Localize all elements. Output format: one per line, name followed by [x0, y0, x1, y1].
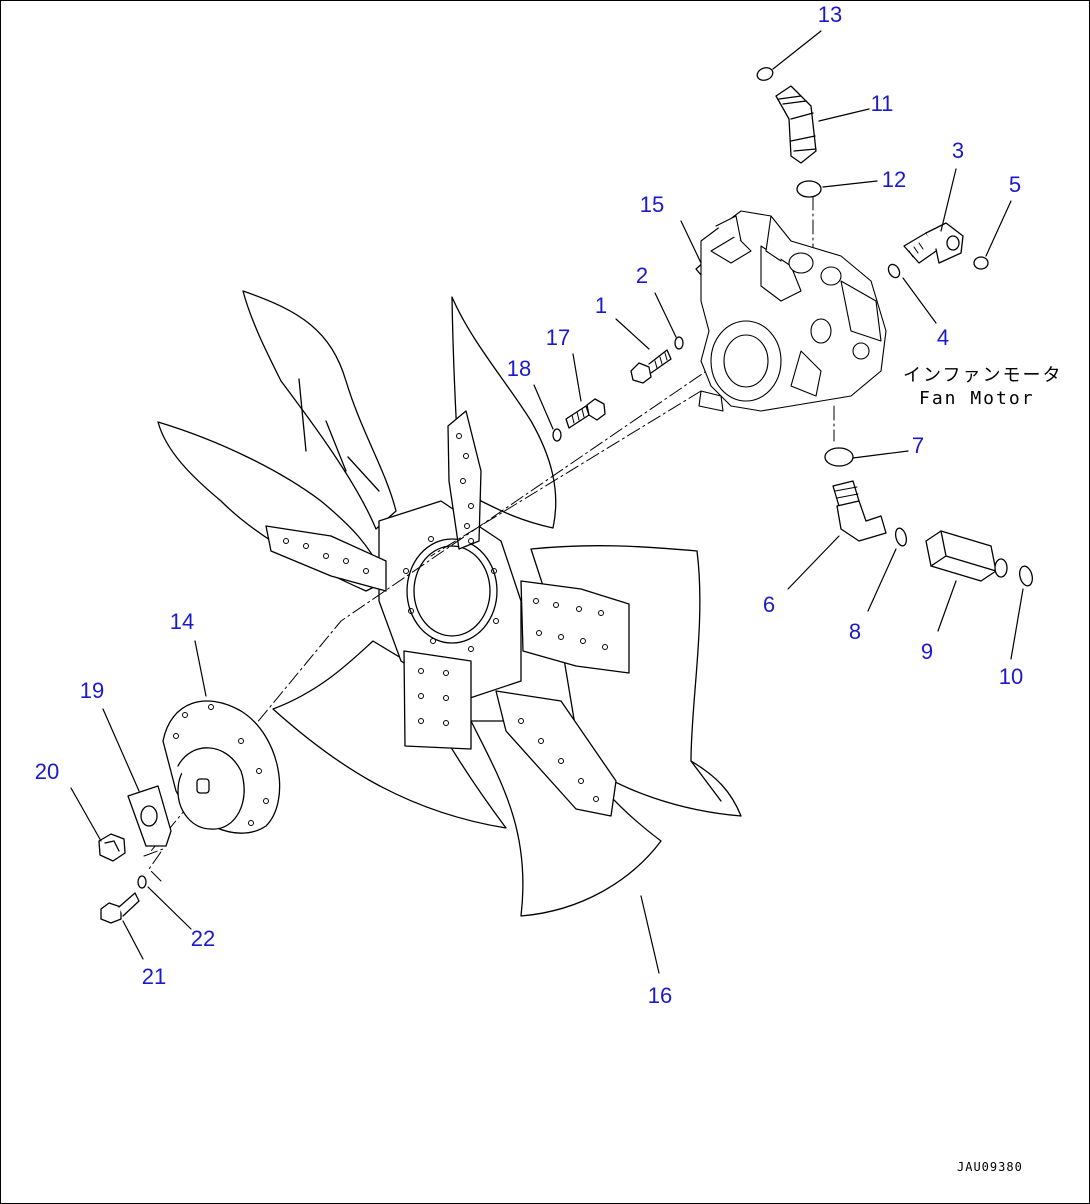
part-label-8: 8: [848, 619, 862, 644]
part-label-21: 21: [141, 964, 167, 989]
o-ring-4: [887, 263, 901, 279]
washer-18: [552, 428, 562, 442]
bolt-17: [565, 398, 606, 429]
fan-hub-bore-inner: [413, 545, 491, 637]
bolt-21: [100, 892, 140, 924]
o-ring-7: [824, 447, 854, 467]
part-label-20: 20: [34, 759, 60, 784]
part-label-1: 1: [594, 293, 608, 318]
washer-22: [137, 875, 147, 889]
washer-2: [674, 336, 684, 350]
part-label-12: 12: [881, 167, 907, 192]
part-label-6: 6: [762, 592, 776, 617]
fan-rivets: [283, 433, 608, 802]
part-label-17: 17: [545, 325, 571, 350]
part-label-15: 15: [639, 192, 665, 217]
plug-13: [756, 67, 774, 81]
part-label-16: 16: [647, 983, 673, 1008]
lock-plate: [127, 785, 172, 847]
nut-20: [98, 833, 126, 862]
leader-lines: [70, 30, 1024, 974]
o-ring-10: [1019, 565, 1033, 587]
fan-assembly: [157, 290, 742, 917]
fan-blade-upper-left: [242, 290, 397, 530]
valve-9: [925, 530, 1008, 582]
blade-edge-1: [298, 378, 380, 492]
part-label-5: 5: [1008, 172, 1022, 197]
plug-5: [973, 256, 989, 270]
fan-hub-bore: [406, 538, 498, 644]
part-label-9: 9: [920, 639, 934, 664]
o-ring-12: [796, 180, 822, 198]
part-label-2: 2: [635, 263, 649, 288]
part-label-22: 22: [190, 926, 216, 951]
part-label-19: 19: [79, 678, 105, 703]
part-label-4: 4: [936, 325, 950, 350]
o-ring-8: [894, 527, 908, 547]
fan-flange: [162, 700, 281, 834]
blade-edge-2: [690, 760, 722, 802]
switch-11: [775, 85, 817, 164]
part-label-7: 7: [911, 433, 925, 458]
part-label-13: 13: [817, 2, 843, 27]
drawing-id: JAU09380: [957, 1160, 1023, 1174]
bolt-1: [630, 349, 672, 384]
fan-motor-label-en: Fan Motor: [919, 388, 1035, 409]
part-label-3: 3: [951, 138, 965, 163]
elbow-6: [832, 480, 887, 542]
part-label-11: 11: [870, 91, 894, 116]
elbow-3: [903, 222, 964, 264]
part-label-10: 10: [998, 664, 1024, 689]
part-label-14: 14: [169, 609, 195, 634]
fan-motor: [698, 210, 887, 412]
fan-motor-label-jp: インファンモータ: [903, 365, 1063, 386]
part-label-18: 18: [506, 356, 532, 381]
